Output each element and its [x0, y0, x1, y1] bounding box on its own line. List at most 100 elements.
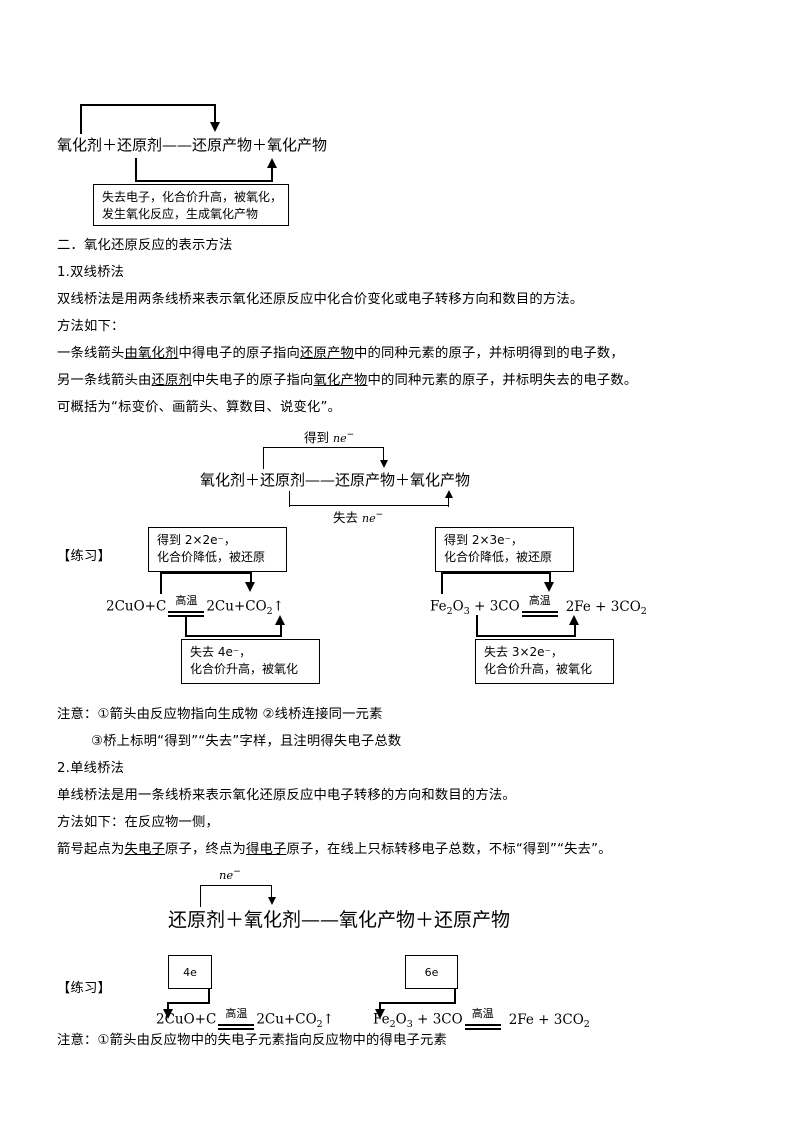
diagram2-top-label-charge: − [346, 429, 355, 440]
bridge3-right-stem [270, 885, 272, 899]
rule2-part-c: 中的同种元素的原子，并标明失去的电子数。 [367, 373, 638, 388]
diagram2-top-label-symbol: ne [333, 432, 347, 445]
section2-sub1: 1.双线桥法 [57, 265, 125, 280]
bridge2-top-right-stem [382, 447, 384, 462]
exercise1-right-bottom-line2: 化合价升高，被氧化 [484, 662, 593, 676]
ex2-right-reactant-b: O [395, 1011, 407, 1028]
ex2-right-left-stem [379, 1002, 381, 1011]
section3-sub2: 2.单线桥法 [57, 761, 125, 776]
rule3-blank-1: 失电子 [124, 842, 165, 857]
exercise1-right-bottom-box: 失去 3×2e⁻， 化合价升高，被氧化 [475, 639, 614, 684]
ex2-right-arrow-icon [374, 1009, 385, 1019]
ex1-left-products: 2Cu+CO [206, 598, 267, 615]
section2-heading: 二．氧化还原反应的表示方法 [57, 238, 233, 253]
section3-rule-line: 箭号起点为失电子原子，终点为得电子原子，在线上只标转移电子总数，不标“得到”“失… [57, 838, 747, 861]
rule2-part-a: 另一条线箭头由 [57, 373, 152, 388]
exercise1-left-bottom-line1: 失去 4e⁻， [190, 645, 252, 659]
diagram3-bridge-symbol: ne [219, 868, 234, 883]
ex1-right-reactant-b: O [452, 598, 464, 615]
ex1-right-condition: 高温 [528, 594, 551, 607]
ex2-right-span [379, 1002, 456, 1004]
ex1-right-products-sub: 2 [640, 606, 647, 618]
ex1-right-products: 2Fe + 3CO [565, 598, 641, 615]
bridge2-top-left-stem [263, 447, 265, 469]
notes1-line1: 注意：①箭头由反应物指向生成物 ②线桥连接同一元素 [57, 707, 383, 722]
diagram2-equation: 氧化剂＋还原剂——还原产物＋氧化产物 [200, 471, 471, 489]
ex2-right-reactant-c: + 3CO [412, 1011, 463, 1028]
ex2-right-reactant-a-sub: 2 [389, 1019, 396, 1031]
ex1-right-bottom-span [476, 635, 576, 637]
bridge2-bottom-left-stem [289, 491, 291, 507]
bridge2-top-span [263, 447, 384, 449]
notes2-line1: 注意：①箭头由反应物中的失电子元素指向反应物中的得电子元素 [57, 1033, 448, 1048]
rule3-blank-2: 得电子 [245, 842, 287, 857]
section2-sub1-definition: 双线桥法是用两条线桥来表示氧化还原反应中化合价变化或电子转移方向和数目的方法。 [57, 292, 584, 307]
rule1-part-b: 中得电子的原子指向 [178, 346, 300, 361]
bridge3-arrow-icon [267, 897, 276, 905]
ex1-right-top-arrow-icon [544, 582, 554, 592]
section2-method-label: 方法如下： [57, 319, 125, 334]
notes1-line2: ③桥上标明“得到”“失去”字样，且注明得失电子总数 [91, 734, 402, 749]
ex1-right-bottom-right-stem [574, 623, 576, 635]
document-content: 氧化剂＋还原剂——还原产物＋氧化产物 失去电子，化合价升高，被氧化， 发生氧化反… [57, 0, 747, 1056]
diagram2-bottom-label-charge: − [375, 509, 384, 520]
ex1-right-condition-group: 高温 [520, 595, 560, 619]
ex2-right-reaction-arrow-icon [464, 1020, 501, 1032]
ex2-left-left-stem [167, 1002, 169, 1011]
rule1-blank-1: 由氧化剂 [124, 346, 179, 361]
ex1-left-top-span [160, 572, 252, 574]
ex2-right-condition-group: 高温 [463, 1008, 503, 1032]
rule2-blank-1: 还原剂 [151, 373, 192, 388]
rule1-blank-2: 还原产物 [299, 346, 354, 361]
ex2-right-reactant-a: Fe [373, 1011, 390, 1028]
exercise1-right-top-box: 得到 2×3e⁻， 化合价降低，被还原 [435, 527, 574, 572]
ex1-left-condition: 高温 [175, 594, 198, 607]
ex2-left-arrow-icon [162, 1009, 173, 1019]
bridge1-bottom-arrow-icon [266, 158, 277, 168]
bridge1-bottom-left-stem [135, 158, 137, 182]
section3-sub2-definition: 单线桥法是用一条线桥来表示氧化还原反应中电子转移的方向和数目的方法。 [57, 788, 516, 803]
section2-summary: 可概括为“标变价、画箭头、算数目、说变化”。 [57, 400, 342, 415]
ex2-right-right-stem [454, 989, 456, 1004]
rule1-part-a: 一条线箭头 [57, 346, 125, 361]
ex1-left-bottom-arrow-icon [275, 615, 285, 625]
diagram1-note-line1: 失去电子，化合价升高，被氧化， [102, 190, 283, 204]
bridge1-top-left-stem [80, 104, 82, 134]
diagram3-equation: 还原剂＋氧化剂——氧化产物＋还原产物 [168, 909, 511, 931]
exercise1-right-top-line1: 得到 2×3e⁻， [444, 533, 523, 547]
ex1-left-top-right-stem [250, 572, 252, 584]
diagram1-note-line2: 发生氧化反应，生成氧化产物 [102, 207, 259, 221]
ex2-left-condition: 高温 [225, 1007, 248, 1020]
diagram1-equation: 氧化剂＋还原剂——还原产物＋氧化产物 [57, 136, 328, 154]
section2-rule-line2: 另一条线箭头由还原剂中失电子的原子指向氧化产物中的同种元素的原子，并标明失去的电… [57, 369, 747, 392]
bridge3-span [200, 885, 272, 887]
ex1-right-top-left-stem [441, 572, 443, 594]
bridge1-top-arrow-icon [209, 122, 220, 132]
diagram-redox-overview: 氧化剂＋还原剂——还原产物＋氧化产物 失去电子，化合价升高，被氧化， 发生氧化反… [57, 96, 747, 226]
bridge1-bottom-right-stem [271, 166, 273, 182]
exercise1-right-bottom-line1: 失去 3×2e⁻， [484, 645, 563, 659]
rule2-blank-2: 氧化产物 [313, 373, 368, 388]
ex2-left-right-stem [208, 989, 210, 1004]
exercise1-left-top-line1: 得到 2×2e⁻， [157, 533, 236, 547]
ex1-left-top-arrow-icon [245, 582, 255, 592]
ex2-right-products: 2Fe + 3CO [508, 1011, 584, 1028]
diagram2-bottom-label-text: 失去 [333, 510, 359, 525]
bridge2-top-arrow-icon [379, 460, 388, 468]
bridge1-top-right-stem [214, 104, 216, 124]
ex1-left-bottom-right-stem [280, 623, 282, 635]
ex2-left-condition-group: 高温 [216, 1008, 256, 1032]
exercise1-left-bottom-line2: 化合价升高，被氧化 [190, 662, 299, 676]
ex2-left-span [167, 1002, 210, 1004]
exercise1-left-top-box: 得到 2×2e⁻， 化合价降低，被还原 [148, 527, 287, 572]
exercise2-right-box: 6e [405, 955, 458, 989]
bridge1-top-span [80, 104, 216, 106]
exercise2-right-box-text: 6e [424, 966, 439, 979]
diagram3-bridge-label: ne− [219, 867, 241, 882]
